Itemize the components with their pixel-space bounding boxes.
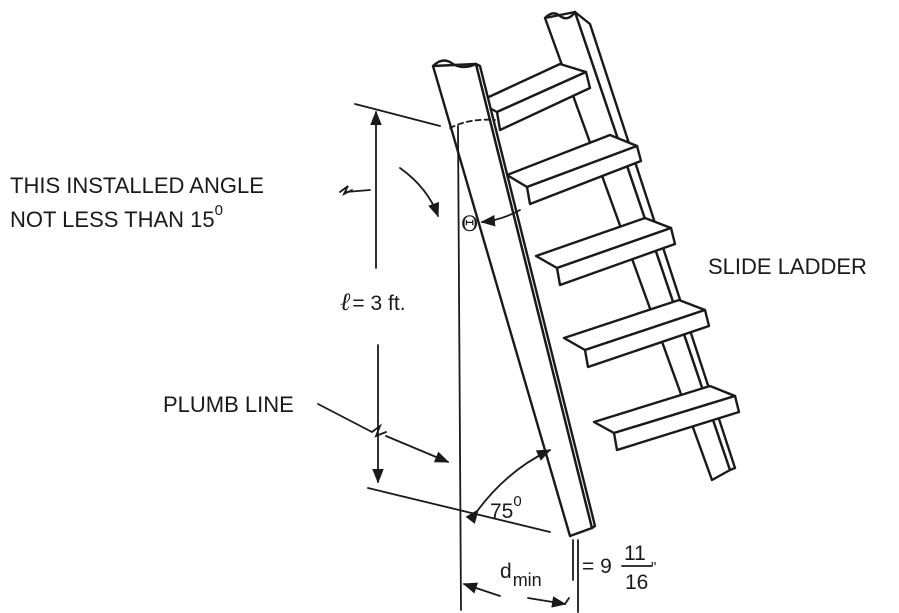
plumb-line-label: PLUMB LINE [163,392,294,417]
ladder-title: SLIDE LADDER [708,254,867,279]
svg-text:= 9: = 9 [582,555,612,578]
ladder [431,10,741,538]
plumb-line [457,125,462,611]
ladder-front-rail [431,59,597,538]
length-label: ℓ= 3 ft. [340,287,406,316]
rail-top-dashed-arc [449,118,496,129]
angle-75-marker [465,449,552,524]
ladder-rungs [476,62,741,452]
dmin-dimension [462,539,579,613]
svg-text:16: 16 [625,571,648,594]
dmin-label: dmin [500,560,542,590]
svg-text:11: 11 [624,542,646,565]
svg-text:": " [651,559,656,576]
length-dimension [354,103,551,533]
installed-angle-callout-arrow [339,167,440,218]
angle-note-line2: NOT LESS THAN 150 [10,202,223,232]
plumb-line-callout-arrow [317,403,450,463]
angle-75-label: 750 [490,493,522,523]
theta-label: Θ [461,212,478,236]
dmin-value: = 9 11 16 " [582,542,656,594]
theta-angle-marker [480,209,521,227]
angle-note-line1: THIS INSTALLED ANGLE [10,173,264,198]
